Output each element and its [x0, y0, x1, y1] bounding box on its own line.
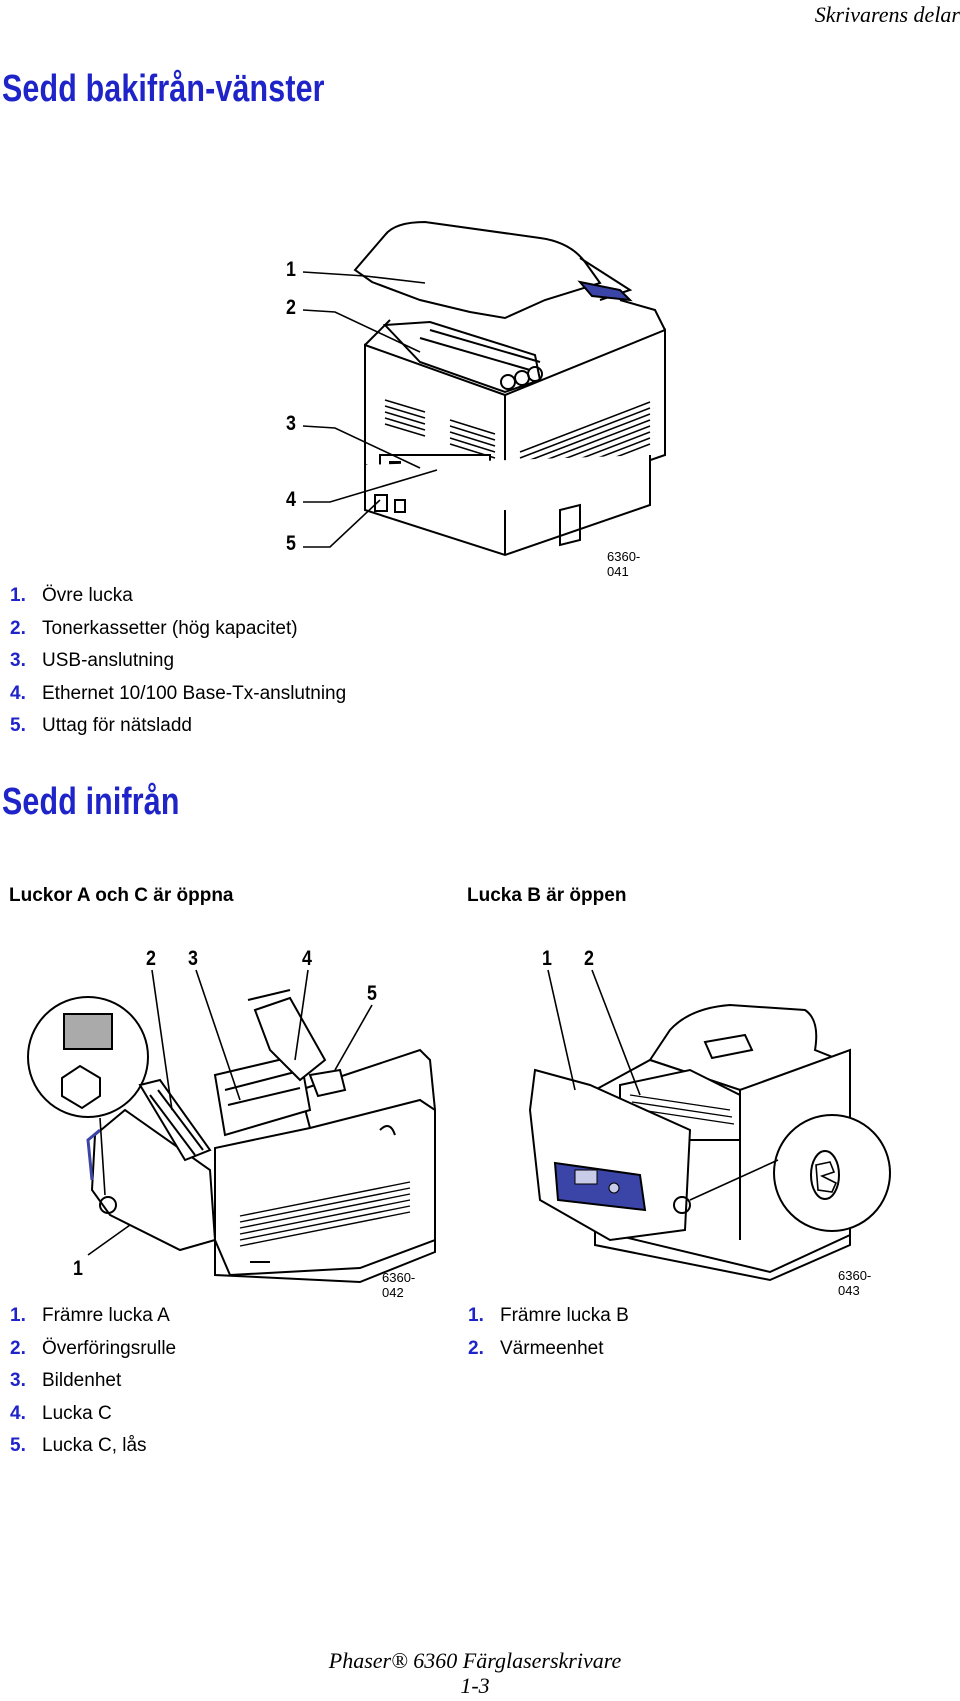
callout-3: 3: [188, 947, 198, 970]
list-item: 3. USB-anslutning: [10, 645, 346, 678]
footer-product: Phaser® 6360 Färglaserskrivare: [328, 1648, 622, 1673]
footer-page-number: 1-3: [460, 1673, 490, 1698]
legend-list-doors-a-c: 1. Främre lucka A 2. Överföringsrulle 3. Bi…: [10, 1300, 176, 1463]
printer-rear-illustration: [302, 220, 666, 557]
callout-5: 5: [286, 532, 296, 555]
list-item: 4. Lucka C: [10, 1398, 176, 1431]
list-number: 3.: [10, 1370, 26, 1391]
list-text: Bildenhet: [42, 1370, 122, 1391]
list-text: Uttag för nätsladd: [42, 715, 192, 736]
legend-list-rear-left: 1. Övre lucka 2. Tonerkassetter (hög kapac…: [10, 580, 346, 743]
list-item: 1. Främre lucka A: [10, 1300, 176, 1333]
callout-2: 2: [146, 947, 156, 970]
list-number: 4.: [10, 682, 26, 704]
figure-code: 6360-042: [382, 1270, 416, 1300]
section-title-inside: Sedd inifrån: [2, 781, 180, 823]
list-text: Främre lucka B: [500, 1305, 629, 1326]
list-number: 2.: [468, 1337, 484, 1359]
callout-1: 1: [73, 1257, 83, 1280]
list-item: 1. Främre lucka B: [468, 1300, 629, 1333]
subtitle-left: Luckor A och C är öppna: [9, 885, 234, 906]
callout-4: 4: [302, 947, 312, 970]
list-number: 1.: [10, 585, 26, 606]
list-number: 2.: [10, 1337, 26, 1359]
list-item: 3. Bildenhet: [10, 1365, 176, 1398]
list-text: Värmeenhet: [500, 1337, 604, 1359]
list-text: Främre lucka A: [42, 1305, 170, 1326]
list-item: 2. Värmeenhet: [468, 1333, 629, 1366]
figure-code: 6360-043: [838, 1268, 872, 1298]
list-text: Tonerkassetter (hög kapacitet): [42, 617, 298, 639]
list-number: 5.: [10, 715, 26, 736]
list-item: 2. Tonerkassetter (hög kapacitet): [10, 613, 346, 646]
callout-5: 5: [367, 982, 377, 1005]
list-item: 2. Överföringsrulle: [10, 1333, 176, 1366]
list-number: 1.: [10, 1305, 26, 1326]
callout-2: 2: [584, 947, 594, 970]
list-text: Ethernet 10/100 Base-Tx-anslutning: [42, 682, 347, 704]
list-number: 4.: [10, 1402, 26, 1424]
callout-1: 1: [286, 258, 296, 281]
callout-4: 4: [286, 488, 296, 511]
list-number: 2.: [10, 617, 26, 639]
figure-code: 6360-041: [607, 549, 641, 579]
list-number: 1.: [468, 1305, 484, 1326]
section-title-rear-left: Sedd bakifrån-vänster: [2, 68, 325, 110]
list-item: 4. Ethernet 10/100 Base-Tx-anslutning: [10, 678, 346, 711]
list-text: Lucka C: [42, 1402, 112, 1424]
legend-list-door-b: 1. Främre lucka B 2. Värmeenhet: [468, 1300, 629, 1365]
callout-2: 2: [286, 296, 296, 319]
list-item: 1. Övre lucka: [10, 580, 346, 613]
list-number: 3.: [10, 650, 26, 671]
list-text: USB-anslutning: [42, 650, 175, 671]
callout-3: 3: [286, 412, 296, 435]
list-item: 5. Uttag för nätsladd: [10, 710, 346, 743]
list-item: 5. Lucka C, lås: [10, 1430, 176, 1463]
subtitle-right: Lucka B är öppen: [467, 885, 627, 906]
callout-1: 1: [542, 947, 552, 970]
list-text: Övre lucka: [42, 585, 133, 606]
running-header: Skrivarens delar: [814, 2, 960, 27]
list-text: Lucka C, lås: [42, 1435, 147, 1456]
list-text: Överföringsrulle: [42, 1337, 177, 1359]
list-number: 5.: [10, 1435, 26, 1456]
